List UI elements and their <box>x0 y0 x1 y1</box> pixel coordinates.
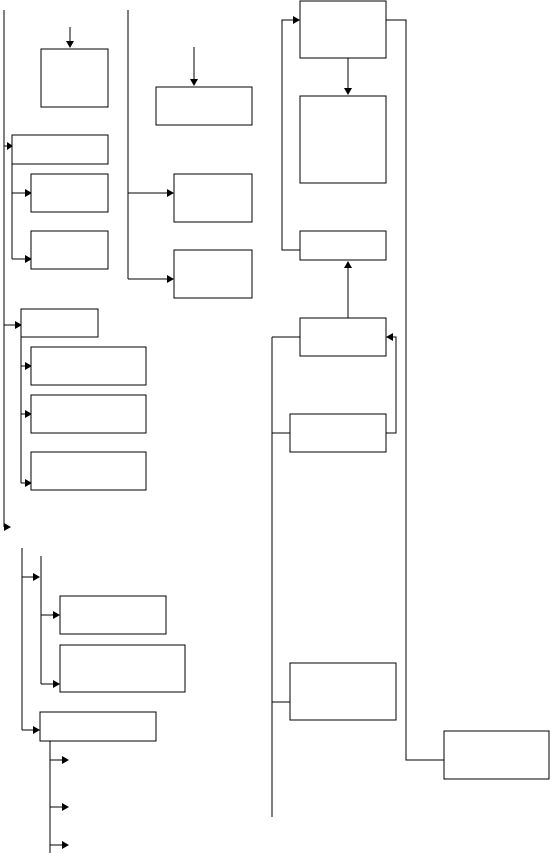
arrowhead-right <box>62 756 69 764</box>
connector-far-right <box>386 19 444 761</box>
box-left-top <box>40 48 109 108</box>
arrowhead-left <box>386 333 393 341</box>
arrowhead-right <box>33 726 40 734</box>
arrowhead-right <box>62 803 69 811</box>
box-lower-a <box>59 595 167 635</box>
box-right-top <box>299 0 387 59</box>
arrowhead-down <box>66 41 74 48</box>
box-far-right <box>443 730 550 780</box>
box-group1-header <box>11 134 109 165</box>
arrowhead-right <box>53 611 60 619</box>
arrowhead-right <box>25 255 32 263</box>
arrowhead-right <box>25 479 32 487</box>
box-lower-b <box>59 644 186 693</box>
box-middle-b <box>173 249 253 299</box>
arrowhead-right <box>33 573 40 581</box>
box-group1-a <box>30 173 109 213</box>
box-group2-a <box>30 346 147 386</box>
box-group2-b <box>30 394 147 434</box>
arrowhead-right <box>4 523 11 531</box>
arrowhead-down <box>190 79 198 86</box>
arrowhead-right <box>15 321 22 329</box>
arrowhead-up <box>344 261 352 268</box>
box-right-bottom <box>289 662 397 721</box>
box-group2-header <box>20 308 99 338</box>
box-right-lower2 <box>289 413 387 453</box>
box-right-lower <box>299 317 387 357</box>
arrowhead-right <box>62 841 69 849</box>
arrowhead-right <box>167 189 174 197</box>
box-right-tall <box>299 95 387 184</box>
arrowhead-right <box>293 16 300 24</box>
box-group2-c <box>30 451 147 491</box>
arrowhead-right <box>167 275 174 283</box>
arrowhead-right <box>53 680 60 688</box>
connector-lower-loop <box>386 336 397 434</box>
box-middle-a <box>173 173 253 223</box>
arrowhead-right <box>25 362 32 370</box>
connector-feedback-loop <box>281 19 300 251</box>
arrowhead-down <box>344 88 352 95</box>
box-lower-c <box>39 711 157 742</box>
arrowhead-right <box>7 142 13 150</box>
arrowhead-right <box>25 410 32 418</box>
box-group1-b <box>30 230 109 270</box>
box-middle-top <box>155 86 253 126</box>
arrowhead-right <box>25 189 32 197</box>
box-right-mid <box>299 230 387 261</box>
